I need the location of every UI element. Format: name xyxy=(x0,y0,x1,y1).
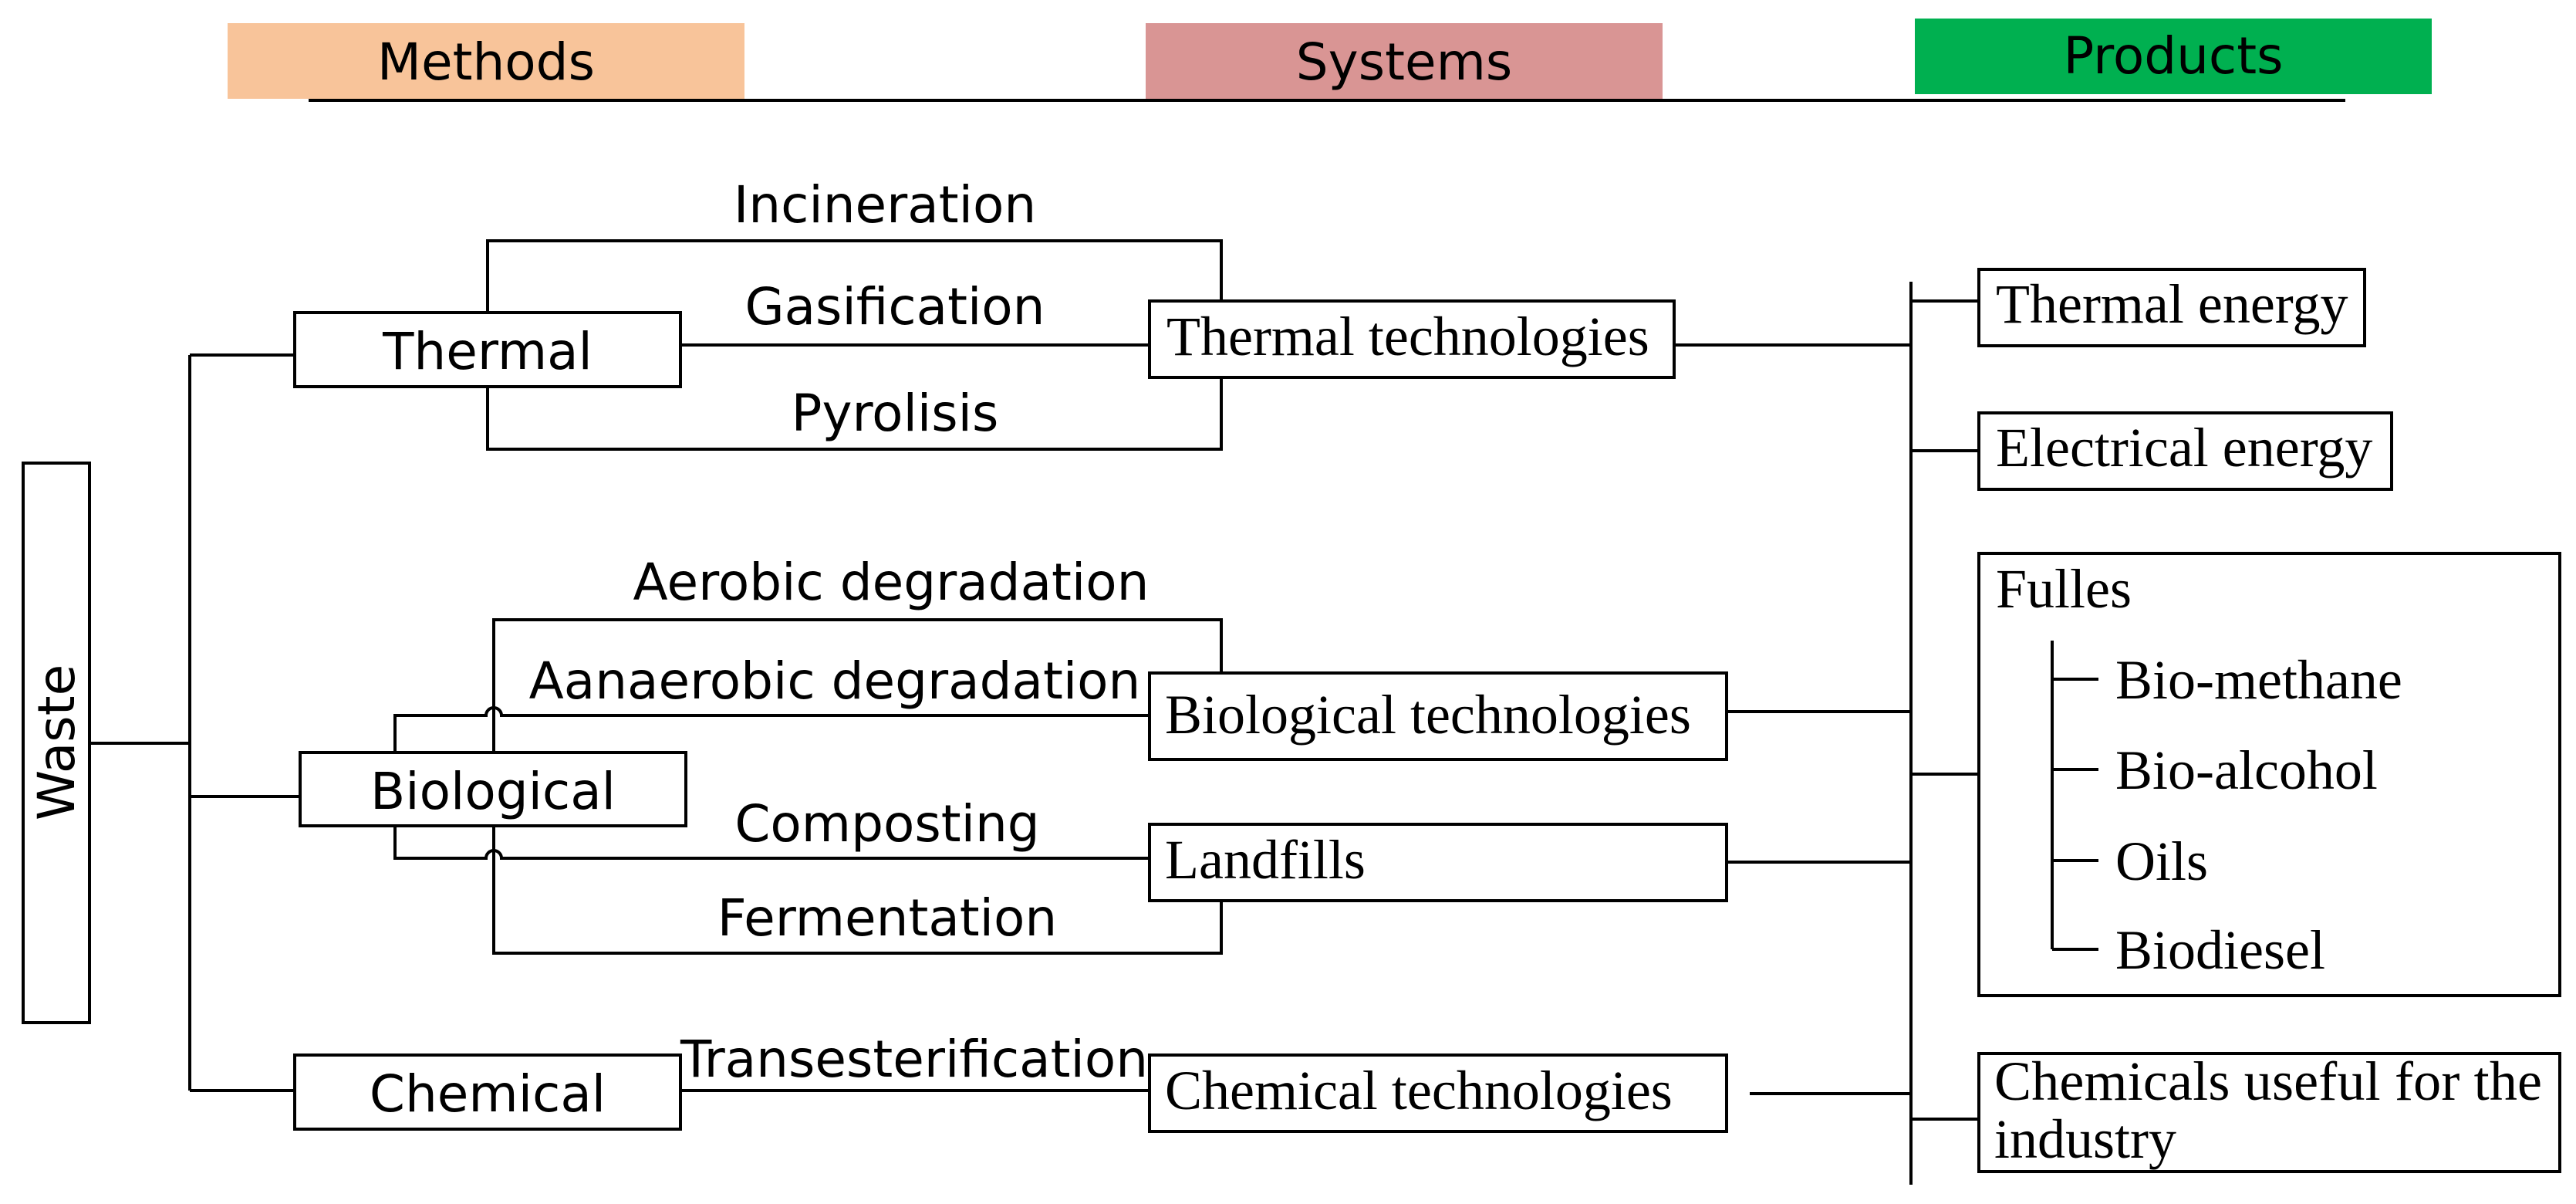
header: Methods Systems Products xyxy=(228,19,2432,102)
fuels-title: Fulles xyxy=(1996,558,2132,620)
biological-method-label: Biological xyxy=(370,762,616,821)
anaerobic-connector xyxy=(393,706,1150,752)
biological-method-box xyxy=(299,751,687,827)
pyrolisis-connector xyxy=(486,377,1223,451)
chemical-technologies-box xyxy=(1148,1054,1728,1133)
thermal-technologies-box xyxy=(1148,299,1676,379)
fuel-item-bio-alcohol: Bio-alcohol xyxy=(2115,739,2378,801)
landfills-label: Landfills xyxy=(1165,829,1366,891)
methods-header-label: Methods xyxy=(377,32,595,92)
systems-header-band xyxy=(1146,23,1663,99)
chemical-method-label: Chemical xyxy=(370,1064,606,1124)
waste-label: Waste xyxy=(27,665,86,820)
electrical-energy-box xyxy=(1977,411,2393,491)
chemical-method-box xyxy=(293,1054,682,1131)
electrical-energy-label: Electrical energy xyxy=(1996,417,2372,479)
fermentation-connector xyxy=(492,826,1223,955)
chemical-technologies-label: Chemical technologies xyxy=(1165,1060,1673,1121)
waste-root: Waste xyxy=(22,353,300,1092)
gasification-label: Gasification xyxy=(744,277,1045,337)
landfills-box xyxy=(1148,823,1728,902)
thermal-energy-box xyxy=(1977,268,2366,347)
products-header-band xyxy=(1915,19,2432,94)
fuel-item-biodiesel: Biodiesel xyxy=(2115,919,2325,981)
chemicals-label-line2: industry xyxy=(1994,1108,2176,1170)
transesterification-label: Transesterification xyxy=(680,1030,1148,1089)
products-column: Thermal energy Electrical energy Fulles … xyxy=(1909,268,2561,1185)
chemicals-label-line1: Chemicals useful for the xyxy=(1994,1050,2542,1112)
products-header-label: Products xyxy=(2064,26,2284,86)
systems-header-label: Systems xyxy=(1296,32,1513,92)
thermal-branch: Thermal Incineration Gasification Pyroli… xyxy=(293,175,1911,451)
biological-technologies-label: Biological technologies xyxy=(1165,684,1691,746)
fuel-item-bio-methane: Bio-methane xyxy=(2115,649,2402,711)
biological-branch: Biological Aerobic degradation Aanaerobi… xyxy=(299,553,1911,955)
aerobic-connector xyxy=(492,618,1223,752)
incineration-label: Incineration xyxy=(734,175,1036,235)
fuels-box xyxy=(1977,552,2561,997)
fuel-item-oils: Oils xyxy=(2115,830,2208,892)
pyrolisis-label: Pyrolisis xyxy=(792,384,999,443)
biological-technologies-box xyxy=(1148,671,1728,761)
incineration-connector xyxy=(486,239,1223,313)
composting-label: Composting xyxy=(734,794,1039,854)
chemicals-box xyxy=(1977,1052,2561,1173)
chemical-branch: Chemical Transesterification Chemical te… xyxy=(293,1030,1911,1133)
aerobic-label: Aerobic degradation xyxy=(633,553,1150,612)
thermal-energy-label: Thermal energy xyxy=(1996,273,2348,335)
methods-header-band xyxy=(228,23,744,99)
fermentation-label: Fermentation xyxy=(717,888,1057,948)
thermal-technologies-label: Thermal technologies xyxy=(1166,306,1649,367)
anaerobic-label: Aanaerobic degradation xyxy=(529,651,1141,711)
thermal-method-label: Thermal xyxy=(382,322,593,381)
